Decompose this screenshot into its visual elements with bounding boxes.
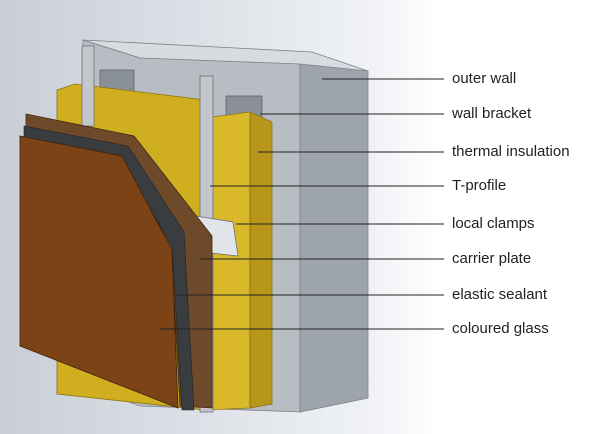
label-coloured-glass: coloured glass: [452, 320, 549, 337]
label-t-profile: T-profile: [452, 177, 507, 194]
label-carrier-plate: carrier plate: [452, 250, 532, 267]
leader-lines: [160, 78, 444, 330]
outer-wall-side: [299, 63, 369, 413]
label-elastic-sealant: elastic sealant: [452, 286, 548, 303]
insulation-right-side: [249, 111, 273, 409]
label-outer-wall: outer wall: [452, 70, 517, 87]
label-local-clamps: local clamps: [452, 215, 535, 232]
t-profile-left: [81, 45, 95, 127]
label-wall-bracket: wall bracket: [452, 105, 532, 122]
label-thermal-insulation: thermal insulation: [452, 143, 570, 160]
